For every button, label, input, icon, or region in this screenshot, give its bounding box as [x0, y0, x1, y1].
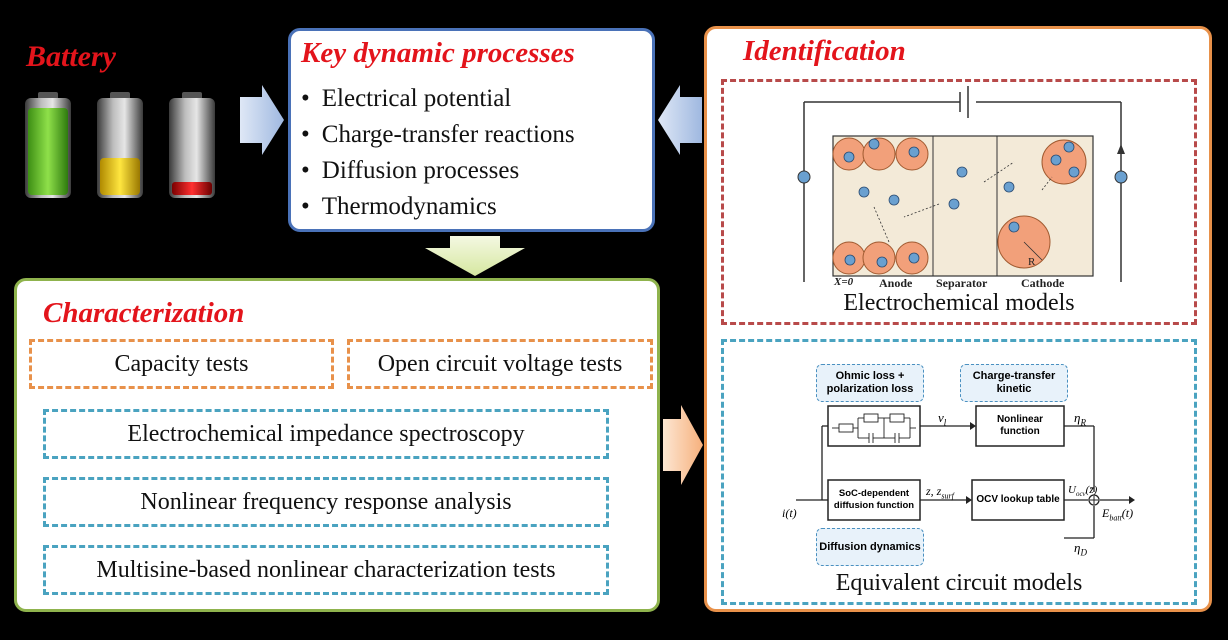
symbol-z: z, zsurf [926, 484, 954, 501]
key-processes-title: Key dynamic processes [301, 37, 575, 69]
ocv-table-label: OCV lookup table [976, 494, 1060, 505]
symbol-eta-d: ηD [1074, 540, 1087, 558]
battery-title: Battery [26, 40, 116, 73]
characterization-panel: Characterization Capacity tests Open cir… [14, 278, 660, 612]
arrow-left-icon [658, 85, 702, 155]
list-item: Charge-transfer reactions [301, 117, 575, 153]
electrochemical-model-box: X=0 Anode Separator Cathode R Electroche… [721, 79, 1197, 325]
symbol-it: i(t) [782, 506, 797, 520]
electrochemical-model-diagram [797, 86, 1128, 282]
electrochemical-label-anode: Anode [879, 276, 913, 290]
electrochemical-label-cathode: Cathode [1021, 276, 1065, 290]
arrow-right-icon [240, 85, 284, 155]
list-item: Electrical potential [301, 81, 575, 117]
electrochemical-caption: Electrochemical models [843, 290, 1075, 316]
list-item: Diffusion processes [301, 153, 575, 189]
arrow-down-icon [425, 236, 525, 276]
soc-function-label: SoC-dependent diffusion function [833, 488, 915, 511]
ecm-box: Ohmic loss + polarization loss Charge-tr… [721, 339, 1197, 605]
electrochemical-label-separator: Separator [936, 276, 988, 290]
diffusion-bubble: Diffusion dynamics [816, 528, 924, 566]
battery-icons [25, 92, 215, 198]
battery-half-icon [97, 92, 143, 198]
symbol-uocv: Uocv(z̄) [1068, 484, 1098, 499]
identification-title: Identification [743, 35, 906, 67]
key-processes-panel: Key dynamic processes Electrical potenti… [288, 28, 655, 232]
battery-low-icon [169, 92, 215, 198]
electrochemical-label-r: R [1028, 256, 1036, 268]
symbol-vl: vl [938, 410, 947, 428]
characterization-title: Characterization [43, 297, 245, 329]
nonlinear-function-label: Nonlinear function [996, 414, 1044, 437]
charge-transfer-bubble: Charge-transfer kinetic [960, 364, 1068, 402]
symbol-ebatt: Ebatt(t) [1102, 506, 1134, 523]
symbol-eta-r: ηR [1074, 410, 1086, 428]
arrow-right-orange-icon [663, 405, 703, 485]
electrochemical-label-x0: X=0 [834, 276, 854, 288]
eis-box: Electrochemical impedance spectroscopy [43, 409, 609, 459]
list-item: Thermodynamics [301, 189, 575, 225]
battery-full-icon [25, 92, 71, 198]
multisine-box: Multisine-based nonlinear characterizati… [43, 545, 609, 595]
ecm-caption: Equivalent circuit models [835, 570, 1083, 596]
ecm-diagram [796, 405, 1135, 539]
capacity-tests-box: Capacity tests [29, 339, 334, 389]
key-processes-list: Electrical potential Charge-transfer rea… [301, 81, 575, 225]
nfra-box: Nonlinear frequency response analysis [43, 477, 609, 527]
ocv-tests-box: Open circuit voltage tests [347, 339, 653, 389]
identification-panel: Identification [704, 26, 1212, 612]
ohmic-bubble: Ohmic loss + polarization loss [816, 364, 924, 402]
